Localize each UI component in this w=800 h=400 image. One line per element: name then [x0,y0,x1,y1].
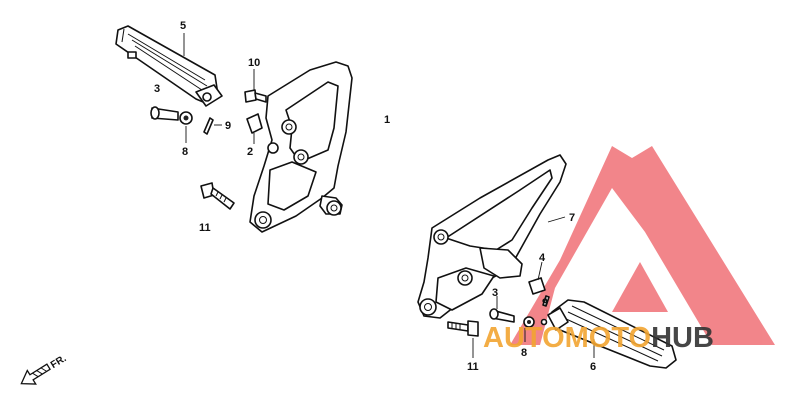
callout-1: 1 [384,114,390,126]
right-spring-4 [528,277,546,295]
direction-label: FR. [49,353,69,371]
callout-9-left: 9 [225,120,231,132]
right-bolt-11 [447,320,479,337]
front-direction-arrow: FR. [20,353,69,385]
left-washer [179,111,193,125]
leader-lines [183,33,595,358]
callout-8-left: 8 [182,146,188,158]
right-washer-8 [523,316,535,328]
left-bolt-10 [244,89,267,103]
left-footpeg [115,25,223,107]
watermark-text-part2: HUB [651,322,714,354]
callout-4: 4 [539,252,546,264]
callout-3-left: 3 [154,83,160,95]
callout-11-left: 11 [199,222,211,234]
callout-10: 10 [248,57,260,69]
watermark-logo [510,146,775,345]
callout-3-right: 3 [492,287,498,299]
left-footpeg-bracket [249,61,353,233]
callout-7: 7 [569,212,575,224]
callout-8-right: 8 [521,347,527,359]
callout-5: 5 [180,20,186,32]
right-footpeg [547,299,677,369]
callout-9-right: 9 [542,297,548,309]
left-bolt-11 [200,182,235,210]
callout-11-right: 11 [467,361,479,373]
left-pin [150,106,179,121]
watermark-center-mark [612,262,668,312]
watermark-triangle [510,146,775,345]
left-spring [246,113,263,134]
watermark-text: AUTOMOTOHUB [483,322,714,354]
left-cotter-pin [203,117,214,135]
callout-6: 6 [590,361,596,373]
callout-2: 2 [247,146,253,158]
watermark-text-part1: AUTOMOTO [483,322,651,354]
right-footpeg-bracket [417,154,567,319]
right-bolt-3 [489,308,515,323]
